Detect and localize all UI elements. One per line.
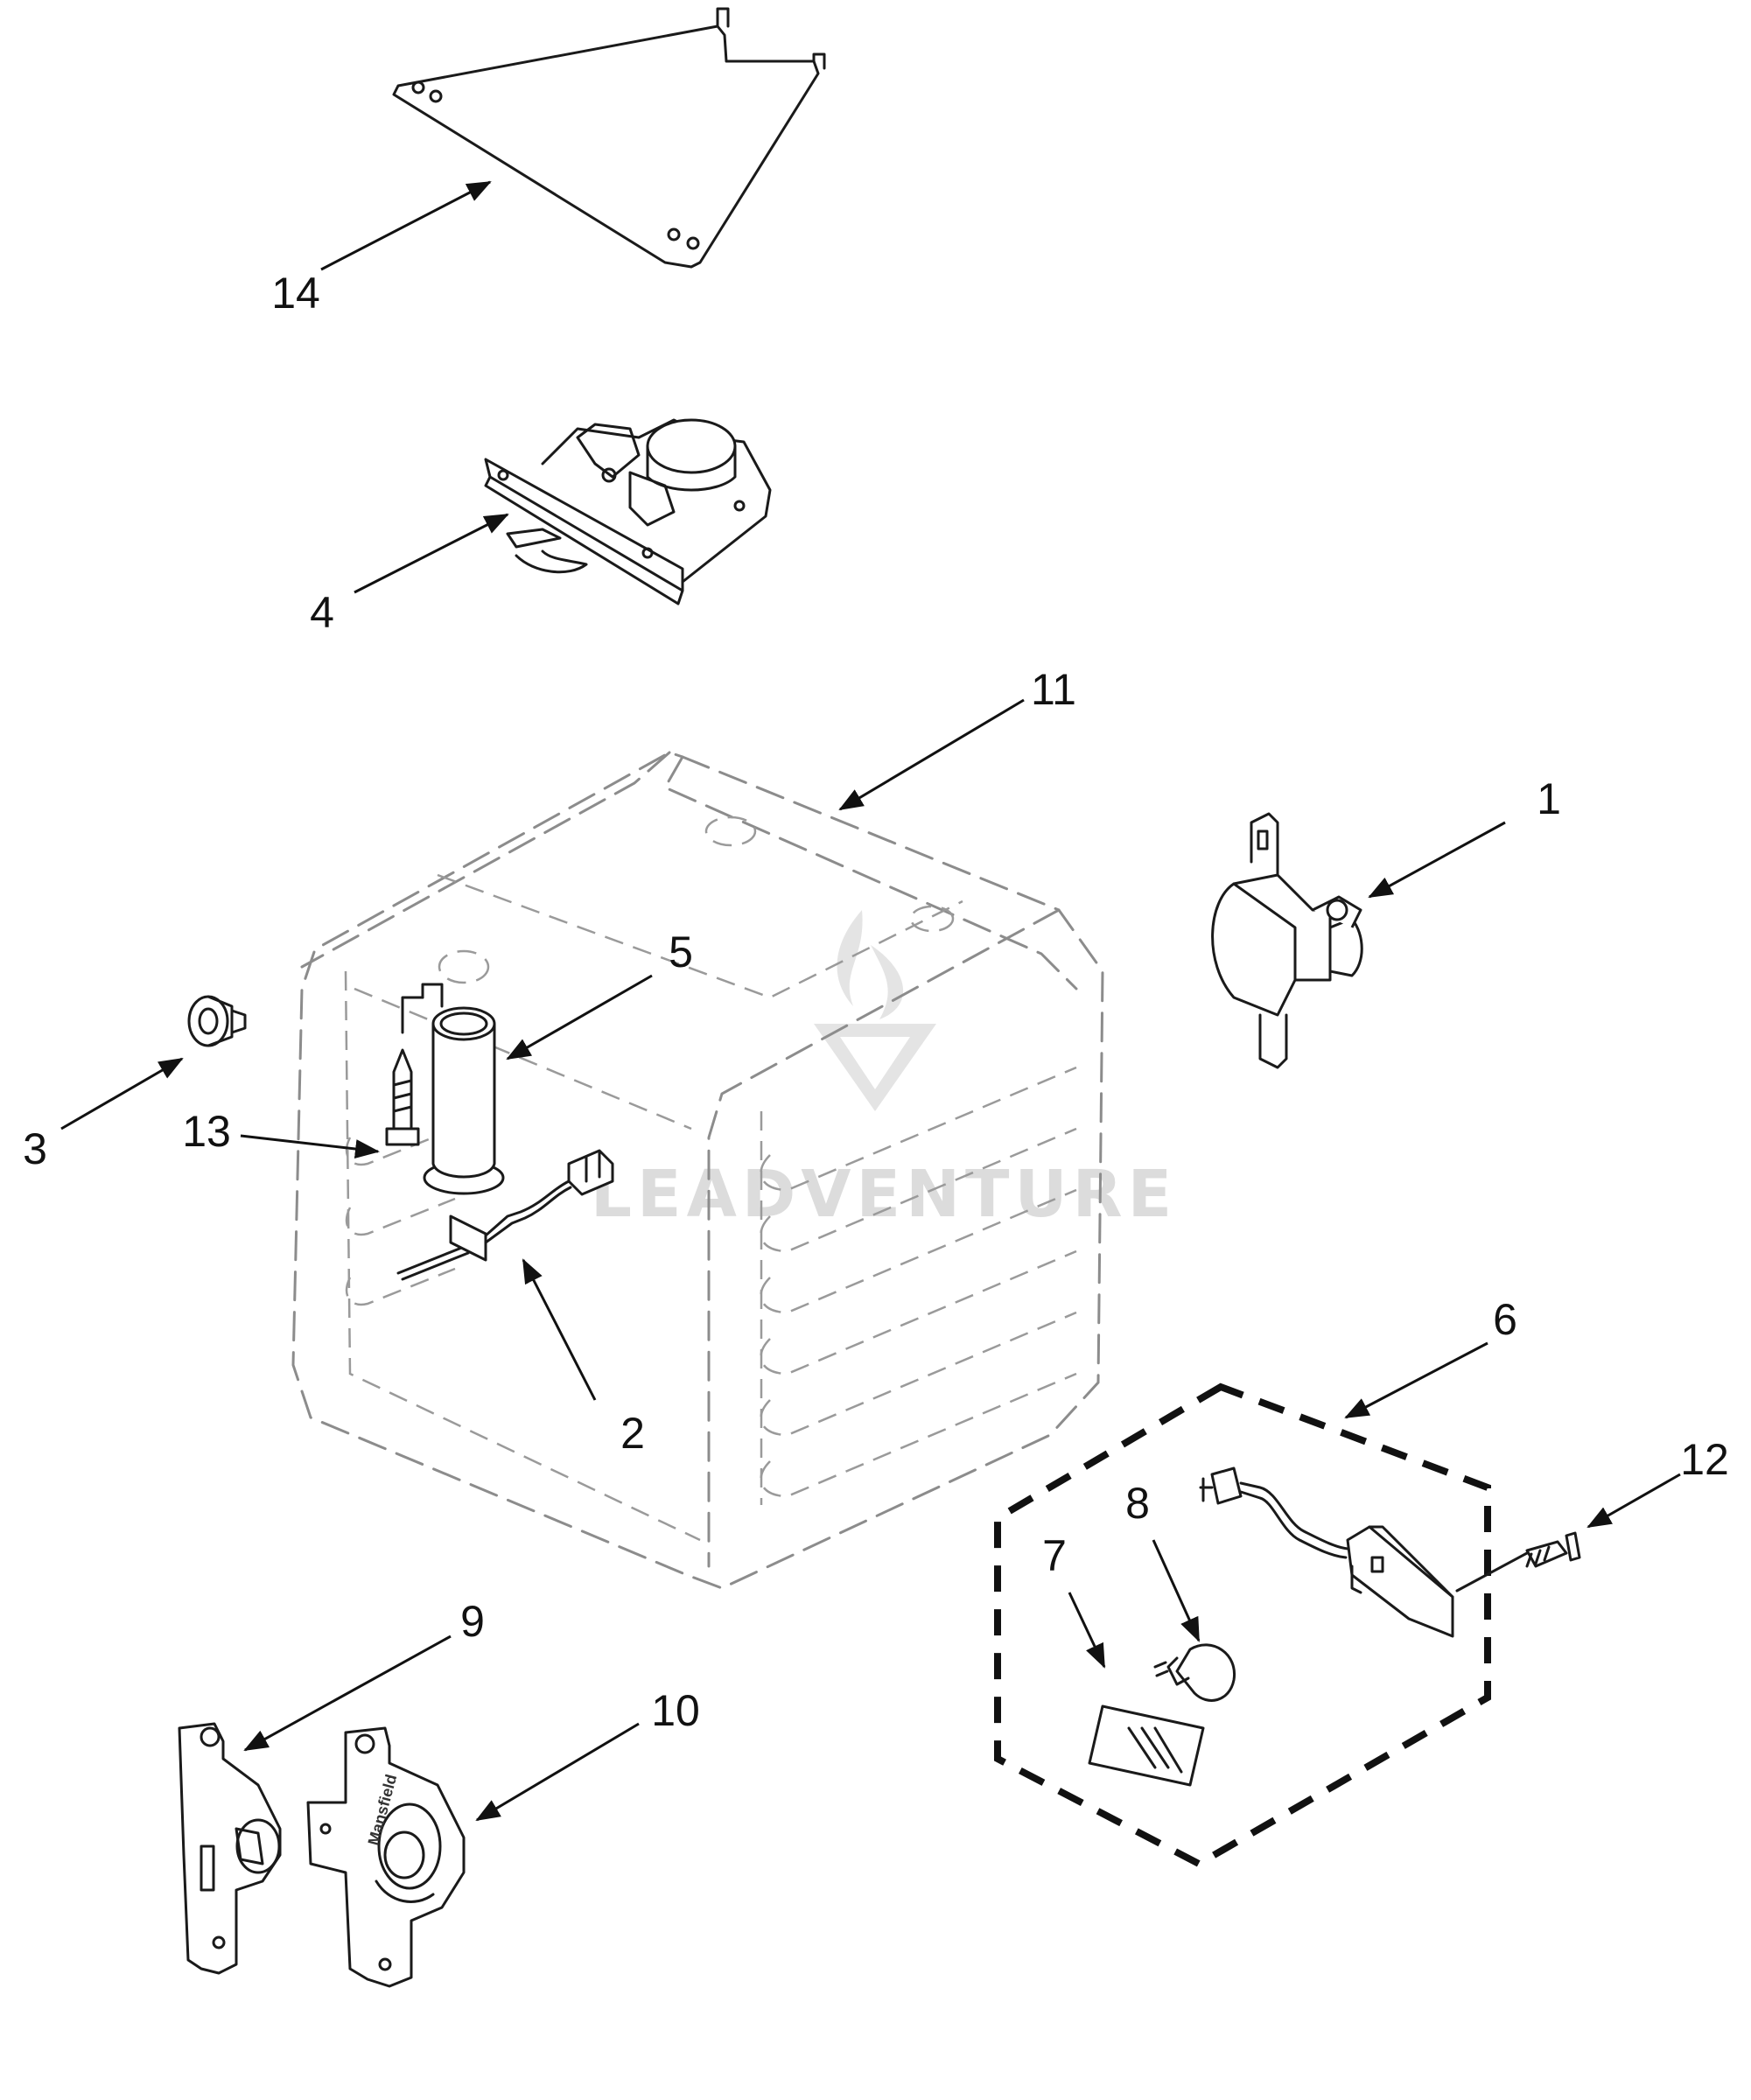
part-7-lens [1088,1704,1205,1787]
callout-2: 2 [620,1409,645,1458]
leader-7 [1068,1592,1106,1669]
callout-labels: 14 4 11 1 5 3 13 2 6 12 8 7 9 10 [23,269,1729,1735]
part-5-sensor-bracket [401,983,505,1195]
leader-3 [60,1057,184,1130]
callout-11: 11 [1031,665,1076,714]
part-14-cover-plate [392,7,826,269]
part-3-plug [187,995,247,1047]
leader-4 [354,513,509,594]
leader-10 [475,1722,640,1822]
callout-14: 14 [271,269,320,318]
leader-13 [240,1134,380,1158]
part-9-hinge-left [178,1722,282,1975]
part-4-door-latch [484,418,772,606]
part-2-oven-sensor [396,1149,614,1281]
callout-10: 10 [651,1686,700,1735]
part-11-oven-cavity [291,751,1104,1590]
callout-7: 7 [1042,1531,1067,1580]
leader-lines [60,180,1681,1822]
leader-6 [1344,1341,1488,1419]
callout-4: 4 [310,588,334,637]
leader-9 [243,1634,452,1752]
callout-12: 12 [1680,1435,1729,1484]
leader-14 [320,180,492,271]
part-13-screw [385,1048,420,1146]
watermark-text: LEADVENTURE [591,1157,1177,1232]
part-6-light-kit [994,1382,1491,1868]
callout-13: 13 [182,1107,231,1156]
part-8-bulb [1153,1643,1236,1702]
callout-6: 6 [1493,1295,1517,1344]
part-12-screw [1455,1531,1581,1592]
callout-9: 9 [460,1597,485,1646]
leader-8 [1152,1539,1201,1642]
leader-11 [838,698,1025,811]
part-1-thermostat [1211,812,1363,1069]
leader-1 [1368,821,1506,899]
watermark: LEADVENTURE [591,910,1177,1232]
part-10-hinge-right: Mansfield [306,1726,466,1988]
leader-12 [1586,1473,1681,1529]
leader-5 [506,974,653,1060]
leader-2 [522,1258,597,1401]
callout-5: 5 [669,928,693,976]
callout-1: 1 [1537,774,1561,823]
callout-8: 8 [1125,1479,1150,1528]
callout-3: 3 [23,1124,47,1173]
